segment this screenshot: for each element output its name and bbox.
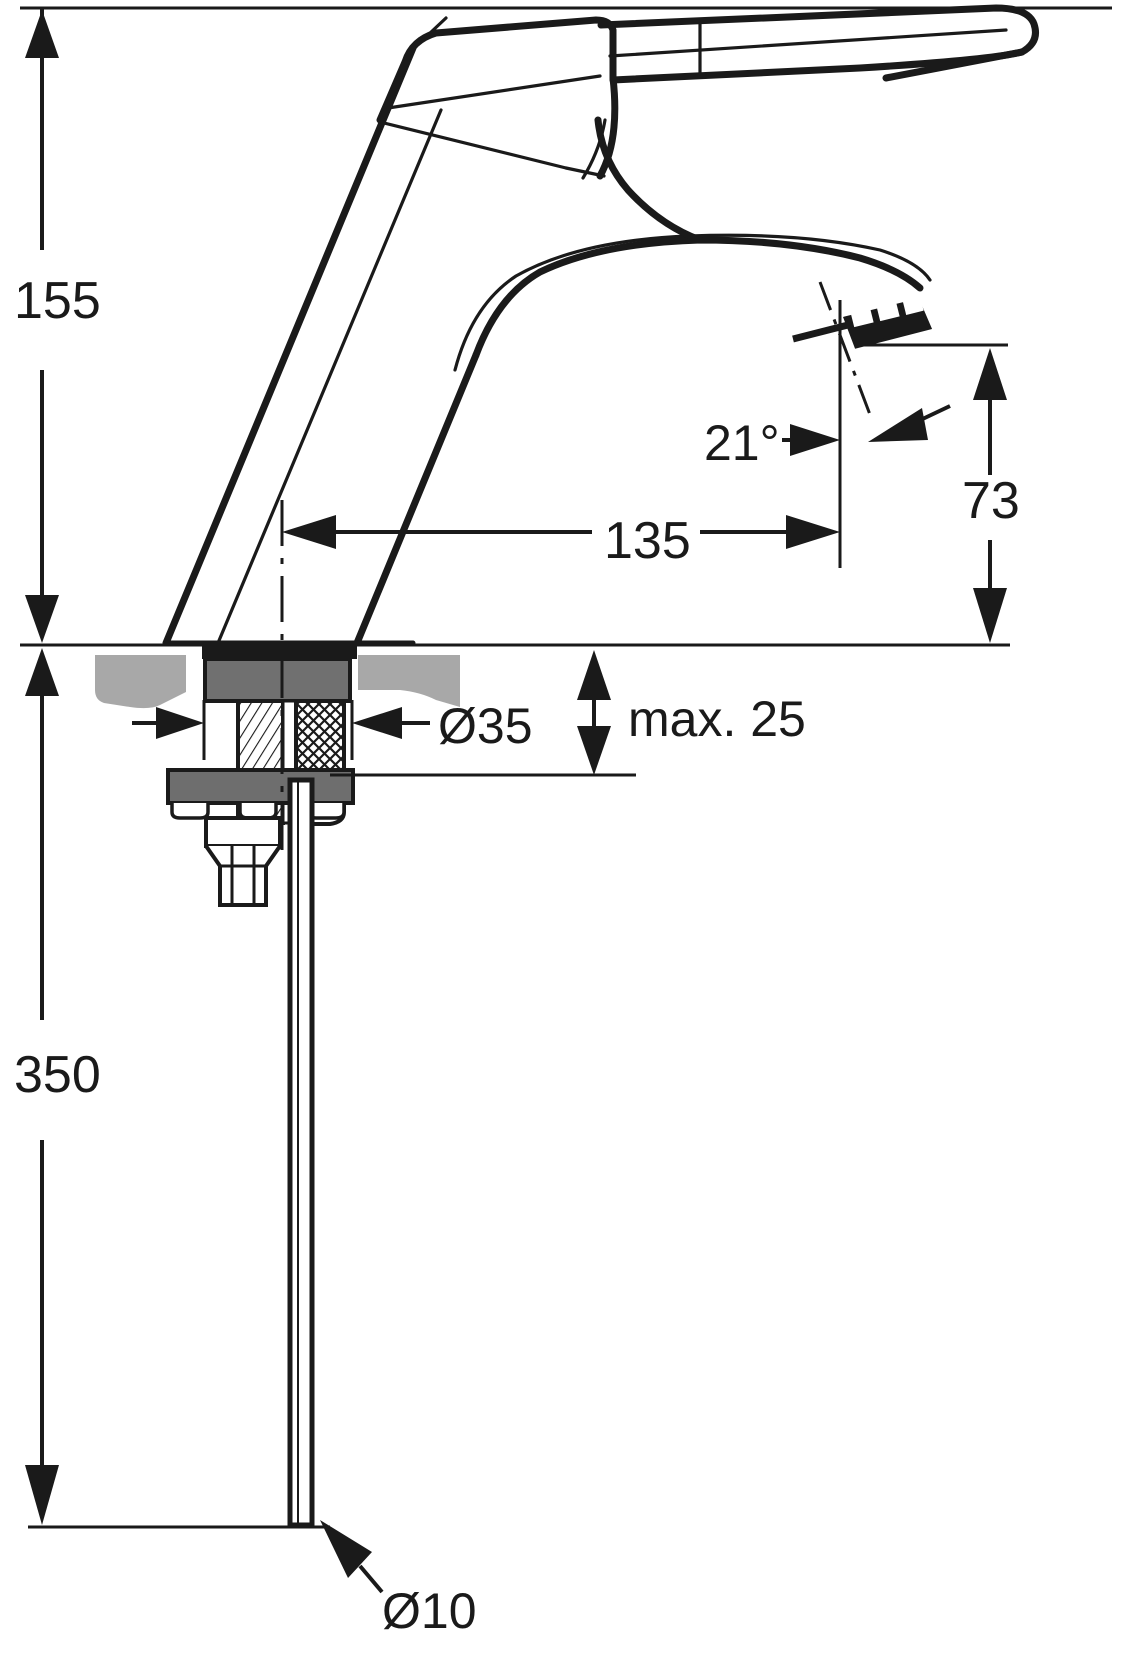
- dimension-155: 155: [14, 8, 101, 643]
- dim-label-21-degrees: 21°: [704, 415, 780, 471]
- reference-lines: [20, 6, 1112, 1529]
- supply-hose: [287, 777, 315, 1528]
- faucet-body-outline: [162, 4, 1039, 659]
- dim-label-155: 155: [14, 272, 101, 330]
- dimension-135: 135: [282, 512, 840, 570]
- dim-label-350: 350: [14, 1046, 101, 1104]
- escutcheon-band: [202, 645, 357, 659]
- dim-label-hose-10: Ø10: [382, 1583, 477, 1639]
- dim-label-max-25: max. 25: [628, 691, 806, 747]
- dimension-hose-10: Ø10: [320, 1520, 477, 1639]
- dim-label-135: 135: [604, 512, 691, 570]
- dim-label-73: 73: [962, 472, 1020, 530]
- dim-label-hole-35: Ø35: [438, 698, 533, 754]
- aerator: [792, 295, 933, 349]
- dimension-73: 73: [962, 348, 1020, 643]
- dimension-hole-35: Ø35: [132, 698, 533, 754]
- dimension-350: 350: [14, 648, 101, 1525]
- hex-nut: [204, 816, 282, 848]
- countertop-section: [95, 655, 460, 709]
- mounting-assembly: [166, 657, 355, 1528]
- dimension-max-25: max. 25: [577, 650, 806, 775]
- mounting-collar: [203, 657, 352, 703]
- dimension-21-degrees: 21°: [704, 404, 951, 471]
- mounting-plate: [166, 768, 355, 805]
